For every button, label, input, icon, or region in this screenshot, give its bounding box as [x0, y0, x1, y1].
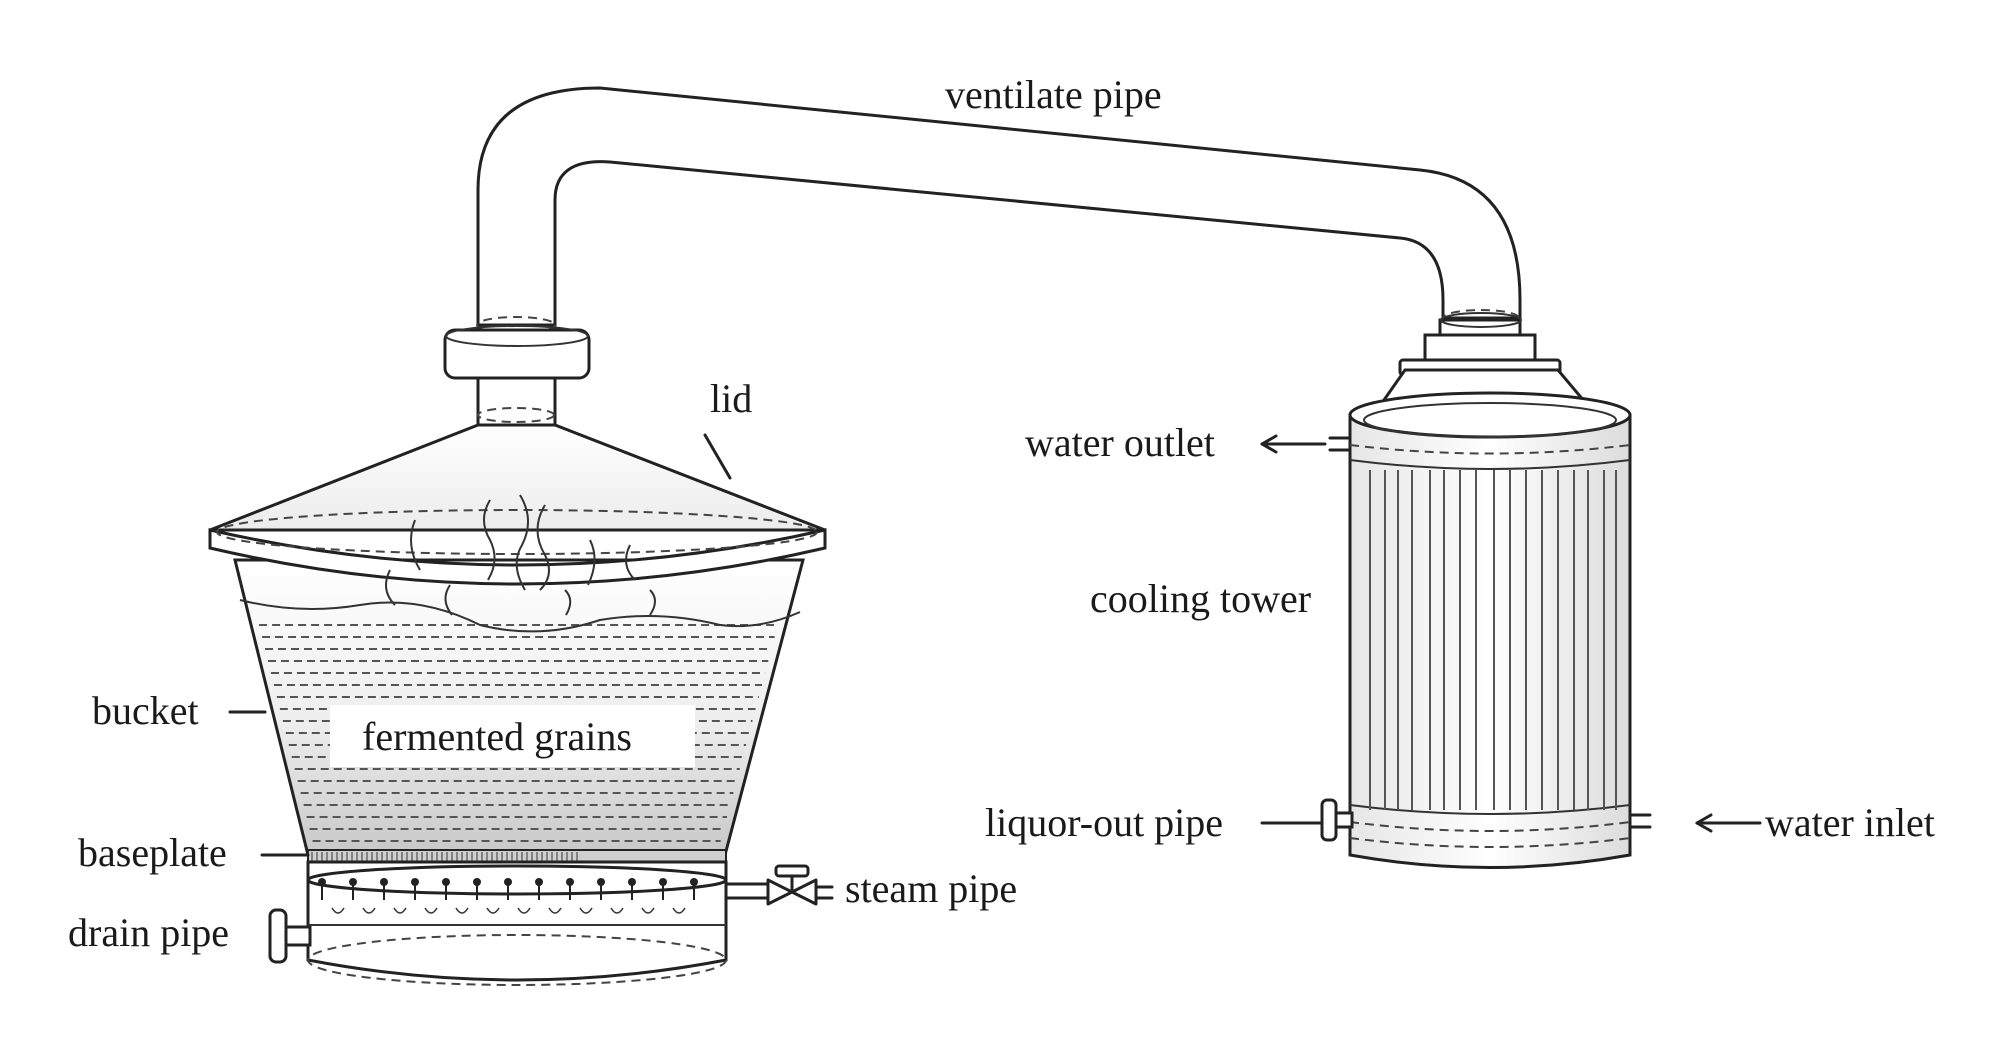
steam-nozzle-head: [411, 878, 419, 886]
steam-hole: [641, 907, 655, 914]
label-steam-pipe: steam pipe: [845, 866, 1017, 911]
label-water-inlet: water inlet: [1765, 800, 1935, 845]
steam-hole: [610, 907, 624, 914]
steam-hole: [424, 907, 438, 914]
steam-nozzle-head: [473, 878, 481, 886]
steam-nozzle-head: [349, 878, 357, 886]
steam-hole: [393, 907, 407, 914]
steam-nozzle-head: [566, 878, 574, 886]
grain-surface: [239, 599, 801, 633]
steam-nozzle-head: [690, 878, 698, 886]
label-fermented-grains: fermented grains: [362, 714, 632, 759]
grain-label-bg: [330, 705, 695, 767]
steam-hole: [486, 907, 500, 914]
steam-hole: [331, 907, 345, 914]
label-water-outlet: water outlet: [1025, 420, 1215, 465]
steam-nozzle-head: [597, 878, 605, 886]
ventilate-pipe: [476, 86, 1522, 334]
steam-hole: [455, 907, 469, 914]
lower-chamber: [306, 860, 728, 986]
steam-hole: [548, 907, 562, 914]
label-baseplate: baseplate: [78, 830, 227, 875]
cooling-tower: [1320, 312, 1652, 869]
steam-nozzle-head: [442, 878, 450, 886]
label-lid: lid: [710, 376, 752, 421]
label-cooling-tower: cooling tower: [1090, 576, 1311, 621]
leader-lines: [228, 433, 1762, 857]
label-bucket: bucket: [92, 688, 199, 733]
label-drain-pipe: drain pipe: [68, 910, 229, 955]
steam-hole: [517, 907, 531, 914]
steam-pipe: [724, 864, 834, 906]
label-liquor-out-pipe: liquor-out pipe: [985, 800, 1223, 845]
steam-nozzle-head: [504, 878, 512, 886]
steam-nozzle-head: [318, 878, 326, 886]
lid-neck: [443, 325, 591, 432]
steam-nozzle-head: [628, 878, 636, 886]
steam-nozzle-head: [380, 878, 388, 886]
steam-nozzle-head: [535, 878, 543, 886]
steam-hole: [362, 907, 376, 914]
steam-nozzle-head: [659, 878, 667, 886]
label-ventilate-pipe: ventilate pipe: [945, 72, 1162, 117]
steam-hole: [672, 907, 686, 914]
drain-pipe: [268, 908, 312, 964]
steam-hole: [579, 907, 593, 914]
